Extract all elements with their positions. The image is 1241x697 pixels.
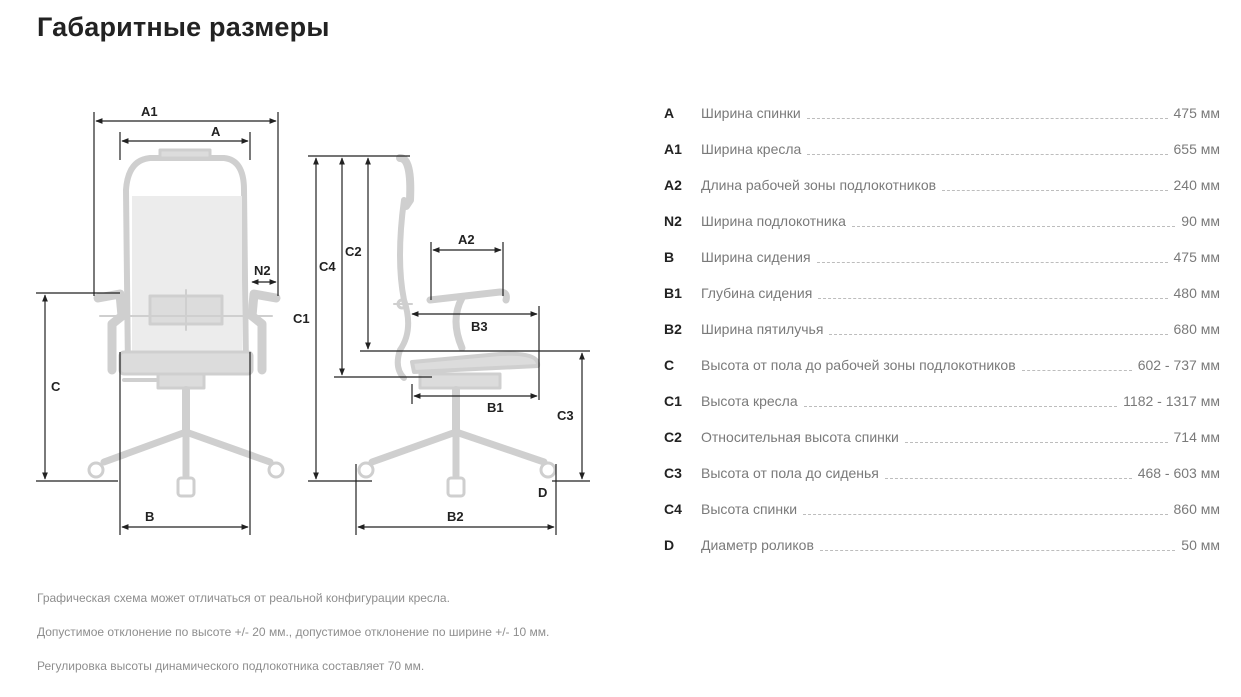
spec-code: B2 bbox=[664, 321, 682, 337]
spec-code: A2 bbox=[664, 177, 682, 193]
spec-name: Ширина кресла bbox=[701, 141, 802, 157]
note-tolerance: Допустимое отклонение по высоте +/- 20 м… bbox=[37, 625, 550, 639]
dotted-leader bbox=[807, 153, 1168, 155]
dotted-leader bbox=[818, 297, 1168, 299]
spec-value: 680 мм bbox=[1173, 321, 1221, 337]
chair-front-view bbox=[87, 148, 285, 498]
label-a1: A1 bbox=[141, 104, 158, 119]
specs-table: A Ширина спинки 475 мм A1 Ширина кресла … bbox=[664, 95, 1220, 563]
spec-row: B2 Ширина пятилучья 680 мм bbox=[664, 311, 1220, 347]
spec-code: C bbox=[664, 357, 675, 373]
spec-row: C4 Высота спинки 860 мм bbox=[664, 491, 1220, 527]
spec-name: Диаметр роликов bbox=[701, 537, 814, 553]
spec-row: C3 Высота от пола до сиденья 468 - 603 м… bbox=[664, 455, 1220, 491]
side-dimension-lines bbox=[308, 155, 590, 535]
label-a2: A2 bbox=[458, 232, 475, 247]
label-c4: C4 bbox=[319, 259, 336, 274]
note-armrest-adjustment: Регулировка высоты динамического подлоко… bbox=[37, 659, 425, 673]
dotted-leader bbox=[816, 261, 1168, 263]
dotted-leader bbox=[851, 225, 1176, 227]
spec-row: N2 Ширина подлокотника 90 мм bbox=[664, 203, 1220, 239]
dotted-leader bbox=[829, 333, 1168, 335]
dotted-leader bbox=[942, 189, 1168, 191]
spec-row: C1 Высота кресла 1182 - 1317 мм bbox=[664, 383, 1220, 419]
spec-value: 714 мм bbox=[1173, 429, 1221, 445]
spec-value: 240 мм bbox=[1173, 177, 1221, 193]
spec-code: D bbox=[664, 537, 675, 553]
spec-row: C Высота от пола до рабочей зоны подлоко… bbox=[664, 347, 1220, 383]
label-c2: C2 bbox=[345, 244, 362, 259]
spec-value: 602 - 737 мм bbox=[1137, 357, 1220, 373]
label-d: D bbox=[538, 485, 547, 500]
spec-value: 90 мм bbox=[1181, 213, 1220, 229]
front-dimension-lines bbox=[36, 112, 279, 535]
label-b: B bbox=[145, 509, 154, 524]
dotted-leader bbox=[904, 441, 1168, 443]
spec-name: Ширина спинки bbox=[701, 105, 801, 121]
label-b3: B3 bbox=[471, 319, 488, 334]
spec-name: Ширина пятилучья bbox=[701, 321, 824, 337]
spec-name: Ширина сидения bbox=[701, 249, 811, 265]
spec-code: C2 bbox=[664, 429, 682, 445]
spec-value: 468 - 603 мм bbox=[1137, 465, 1220, 481]
spec-name: Высота от пола до рабочей зоны подлокотн… bbox=[701, 357, 1016, 373]
spec-name: Длина рабочей зоны подлокотников bbox=[701, 177, 937, 193]
spec-value: 475 мм bbox=[1173, 105, 1221, 121]
dotted-leader bbox=[803, 513, 1168, 515]
dotted-leader bbox=[1021, 369, 1132, 371]
spec-row: C2 Относительная высота спинки 714 мм bbox=[664, 419, 1220, 455]
spec-name: Относительная высота спинки bbox=[701, 429, 899, 445]
label-b1: B1 bbox=[487, 400, 504, 415]
spec-row: A2 Длина рабочей зоны подлокотников 240 … bbox=[664, 167, 1220, 203]
dotted-leader bbox=[806, 117, 1168, 119]
spec-value: 480 мм bbox=[1173, 285, 1221, 301]
label-c3: C3 bbox=[557, 408, 574, 423]
spec-name: Ширина подлокотника bbox=[701, 213, 846, 229]
chair-side-view bbox=[357, 154, 557, 498]
spec-code: B1 bbox=[664, 285, 682, 301]
spec-code: C3 bbox=[664, 465, 682, 481]
chair-dimensions-diagram: A1 A N2 C B C4 C2 C1 A2 B3 B1 C3 D B2 bbox=[36, 104, 590, 535]
spec-code: A1 bbox=[664, 141, 682, 157]
dotted-leader bbox=[884, 477, 1132, 479]
dotted-leader bbox=[803, 405, 1118, 407]
label-c1: C1 bbox=[293, 311, 310, 326]
spec-name: Высота спинки bbox=[701, 501, 798, 517]
spec-code: B bbox=[664, 249, 675, 265]
spec-value: 860 мм bbox=[1173, 501, 1221, 517]
spec-value: 475 мм bbox=[1173, 249, 1221, 265]
note-schema-disclaimer: Графическая схема может отличаться от ре… bbox=[37, 591, 450, 605]
label-b2: B2 bbox=[447, 509, 464, 524]
spec-row: B1 Глубина сидения 480 мм bbox=[664, 275, 1220, 311]
footnotes: Графическая схема может отличаться от ре… bbox=[37, 589, 567, 691]
spec-code: A bbox=[664, 105, 675, 121]
label-c: C bbox=[51, 379, 61, 394]
spec-row: D Диаметр роликов 50 мм bbox=[664, 527, 1220, 563]
label-a: A bbox=[211, 124, 221, 139]
spec-value: 655 мм bbox=[1173, 141, 1221, 157]
spec-value: 50 мм bbox=[1181, 537, 1220, 553]
spec-code: N2 bbox=[664, 213, 682, 229]
page-title: Габаритные размеры bbox=[37, 12, 330, 42]
spec-name: Высота от пола до сиденья bbox=[701, 465, 879, 481]
spec-row: B Ширина сидения 475 мм bbox=[664, 239, 1220, 275]
label-n2: N2 bbox=[254, 263, 271, 278]
spec-name: Высота кресла bbox=[701, 393, 798, 409]
dotted-leader bbox=[819, 549, 1176, 551]
spec-value: 1182 - 1317 мм bbox=[1123, 393, 1220, 409]
spec-code: C1 bbox=[664, 393, 682, 409]
spec-row: A Ширина спинки 475 мм bbox=[664, 95, 1220, 131]
spec-row: A1 Ширина кресла 655 мм bbox=[664, 131, 1220, 167]
spec-code: C4 bbox=[664, 501, 682, 517]
spec-name: Глубина сидения bbox=[701, 285, 813, 301]
